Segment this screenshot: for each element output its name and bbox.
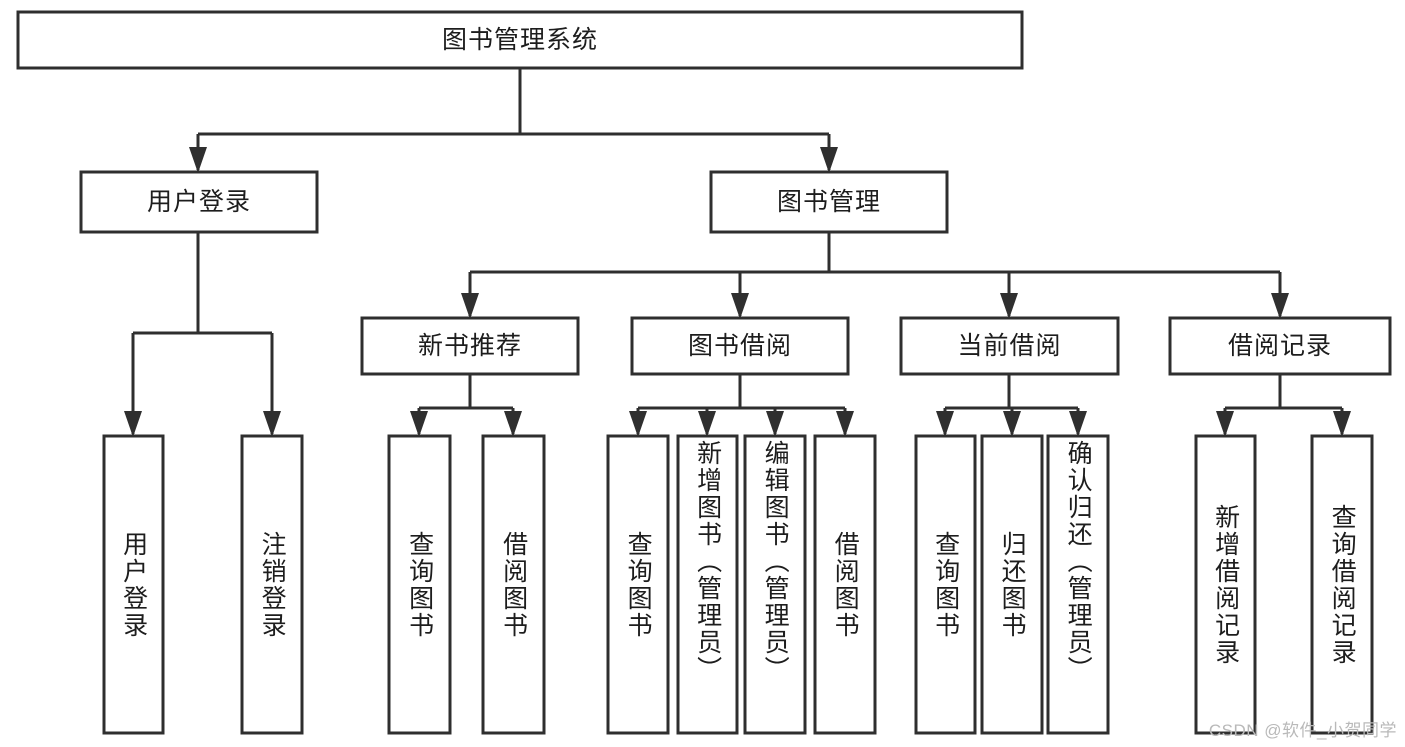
bus-book-manage-arrow-0 xyxy=(461,293,479,319)
bus-user-login-arrow-0 xyxy=(124,411,142,437)
node-box-leaf-borrow-book-recommend[interactable] xyxy=(481,434,546,735)
bus-root-arrow-0 xyxy=(189,147,207,173)
bus-book-borrow-arrow-1 xyxy=(698,411,716,437)
node-box-leaf-query-borrow-record[interactable] xyxy=(1310,434,1374,735)
node-box-borrow-records[interactable] xyxy=(1168,316,1392,376)
node-box-leaf-borrow-book[interactable] xyxy=(813,434,877,735)
node-box-current-borrow[interactable] xyxy=(899,316,1120,376)
bus-new-book-arrow-1 xyxy=(504,411,522,437)
node-box-leaf-return-book[interactable] xyxy=(980,434,1044,735)
node-box-leaf-add-borrow-record[interactable] xyxy=(1194,434,1257,735)
bus-user-login-arrow-1 xyxy=(263,411,281,437)
bus-borrow-records-arrow-1 xyxy=(1333,411,1351,437)
node-box-leaf-query-book-current[interactable] xyxy=(914,434,977,735)
csdn-watermark: CSDN @软件_小贺同学 xyxy=(1208,721,1397,740)
node-box-book-borrow[interactable] xyxy=(630,316,850,376)
bus-borrow-records-arrow-0 xyxy=(1216,411,1234,437)
node-box-leaf-query-book-borrow[interactable] xyxy=(606,434,670,735)
node-box-leaf-confirm-return[interactable] xyxy=(1046,434,1110,735)
bus-book-borrow-arrow-3 xyxy=(836,411,854,437)
node-box-layer xyxy=(16,10,1392,735)
node-box-leaf-edit-book[interactable] xyxy=(743,434,807,735)
node-box-leaf-logout[interactable] xyxy=(240,434,304,735)
node-box-new-book-recommend[interactable] xyxy=(360,316,580,376)
bus-current-borrow-arrow-1 xyxy=(1003,411,1021,437)
node-box-root[interactable] xyxy=(16,10,1024,70)
bus-book-borrow-arrow-0 xyxy=(629,411,647,437)
bus-book-manage-arrow-1 xyxy=(731,293,749,319)
bus-book-manage-arrow-3 xyxy=(1271,293,1289,319)
node-box-leaf-query-book-recommend[interactable] xyxy=(387,434,452,735)
bus-book-borrow-arrow-2 xyxy=(766,411,784,437)
node-box-book-manage[interactable] xyxy=(709,170,949,234)
node-box-leaf-user-login[interactable] xyxy=(102,434,165,735)
bus-new-book-arrow-0 xyxy=(410,411,428,437)
connector-layer xyxy=(124,68,1351,437)
bus-current-borrow-arrow-2 xyxy=(1069,411,1087,437)
node-box-leaf-add-book[interactable] xyxy=(676,434,739,735)
bus-book-manage-arrow-2 xyxy=(1000,293,1018,319)
node-box-user-login[interactable] xyxy=(79,170,319,234)
bus-root-arrow-1 xyxy=(820,147,838,173)
bus-current-borrow-arrow-0 xyxy=(936,411,954,437)
